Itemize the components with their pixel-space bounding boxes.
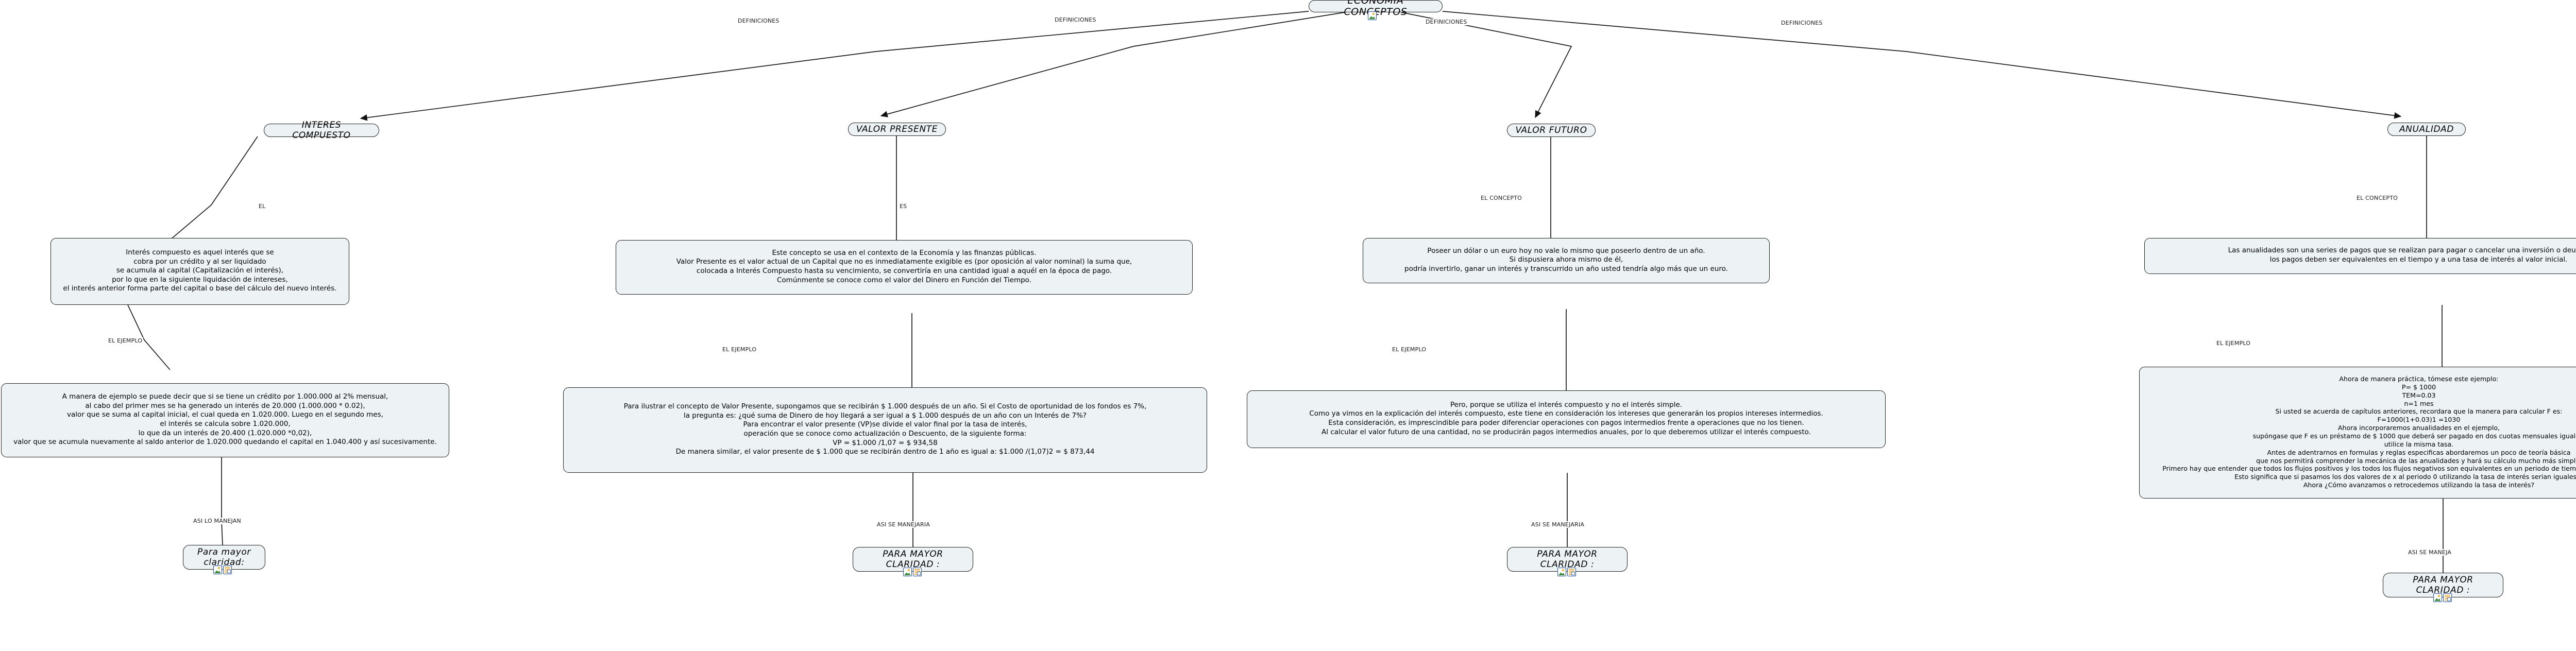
example-box-futuro[interactable]: Pero, porque se utiliza el interés compu… <box>1247 390 1886 448</box>
concept-box-anualidad-text: Las anualidades son una series de pagos … <box>2228 246 2576 264</box>
note-icon-page <box>917 572 921 575</box>
note-icon-page <box>227 570 231 573</box>
image-icon-hill <box>2434 598 2441 601</box>
leaf-futuro-icon-tray[interactable] <box>1557 568 1576 576</box>
image-icon-sun <box>218 567 220 569</box>
branch-node-futuro-label: VALOR FUTURO <box>1515 125 1587 135</box>
image-attachment-icon[interactable] <box>213 566 222 574</box>
branch-node-presente-label: VALOR PRESENTE <box>856 124 938 134</box>
example-box-presente-text: Para ilustrar el concepto de Valor Prese… <box>623 402 1147 456</box>
leaf-node-anualidad-label: PARA MAYOR CLARIDAD : <box>2413 575 2473 595</box>
branch-node-interes-compuesto[interactable]: INTERES COMPUESTO <box>264 120 379 141</box>
note-attachment-icon[interactable] <box>1567 568 1576 576</box>
edge-label-presente-example: EL EJEMPLO <box>721 346 758 353</box>
image-icon-hill <box>1558 572 1565 575</box>
note-attachment-icon[interactable] <box>2443 593 2452 602</box>
image-icon-hill <box>214 570 221 573</box>
edge-label-root-interes: DEFINICIONES <box>737 18 781 24</box>
concept-box-futuro[interactable]: Poseer un dólar o un euro hoy no vale lo… <box>1363 238 1770 283</box>
image-icon-sun <box>908 569 910 571</box>
note-icon-page <box>2447 597 2451 601</box>
image-icon-sun <box>2438 595 2440 597</box>
edge-label-root-presente: DEFINICIONES <box>1054 16 1097 23</box>
leaf-node-futuro[interactable]: PARA MAYOR CLARIDAD : <box>1507 547 1628 572</box>
example-box-anualidad-text: Ahora de manera práctica, tómese este ej… <box>2162 374 2576 489</box>
edge-label-interes-concept: EL <box>258 203 267 210</box>
concept-box-futuro-text: Poseer un dólar o un euro hoy no vale lo… <box>1404 246 1728 273</box>
note-icon-page <box>1571 572 1575 575</box>
image-icon-sun <box>1372 13 1375 15</box>
edge-label-interes-example: EL EJEMPLO <box>107 337 144 344</box>
concept-box-interes-text: Interés compuesto es aquel interés que s… <box>63 248 337 293</box>
note-attachment-icon[interactable] <box>913 568 922 576</box>
image-icon-sun <box>1562 569 1564 571</box>
branch-node-valor-futuro[interactable]: VALOR FUTURO <box>1507 124 1596 137</box>
edge-label-anualidad-example: EL EJEMPLO <box>2215 340 2252 347</box>
root-icon-tray[interactable] <box>1368 11 1377 20</box>
example-box-interes[interactable]: A manera de ejemplo se puede decir que s… <box>1 383 449 457</box>
concept-box-interes[interactable]: Interés compuesto es aquel interés que s… <box>50 238 349 305</box>
image-attachment-icon[interactable] <box>903 568 912 576</box>
leaf-node-interes-label: Para mayor claridad: <box>197 547 251 568</box>
image-attachment-icon[interactable] <box>1557 568 1566 576</box>
leaf-node-interes[interactable]: Para mayor claridad: <box>183 545 265 570</box>
example-box-futuro-text: Pero, porque se utiliza el interés compu… <box>1309 400 1823 436</box>
leaf-presente-icon-tray[interactable] <box>903 568 922 576</box>
edge-label-anualidad-leaf: ASI SE MANEJA <box>2407 549 2453 556</box>
edge-label-anualidad-concept: EL CONCEPTO <box>2355 195 2399 201</box>
example-box-presente[interactable]: Para ilustrar el concepto de Valor Prese… <box>563 387 1207 473</box>
edge-label-presente-concept: ES <box>899 203 908 210</box>
note-attachment-icon[interactable] <box>223 566 232 574</box>
example-box-interes-text: A manera de ejemplo se puede decir que s… <box>13 392 437 447</box>
example-box-anualidad[interactable]: Ahora de manera práctica, tómese este ej… <box>2139 367 2576 499</box>
branch-node-anualidad-label: ANUALIDAD <box>2399 124 2454 134</box>
leaf-interes-icon-tray[interactable] <box>213 566 232 574</box>
leaf-node-presente-label: PARA MAYOR CLARIDAD : <box>883 549 943 570</box>
edge-label-interes-leaf: ASI LO MANEJAN <box>192 518 242 524</box>
branch-node-interes-label: INTERES COMPUESTO <box>292 120 351 141</box>
edge-label-root-futuro: DEFINICIONES <box>1425 19 1468 25</box>
leaf-anualidad-icon-tray[interactable] <box>2433 593 2452 602</box>
edge-label-futuro-leaf: ASI SE MANEJARIA <box>1530 521 1586 528</box>
edge-label-root-anualidad: DEFINICIONES <box>1780 20 1824 26</box>
image-attachment-icon[interactable] <box>1368 11 1377 20</box>
image-icon-hill <box>904 572 910 575</box>
image-attachment-icon[interactable] <box>2433 593 2442 602</box>
edge-label-futuro-concept: EL CONCEPTO <box>1480 195 1523 201</box>
concept-box-presente[interactable]: Este concepto se usa en el contexto de l… <box>616 240 1193 295</box>
root-node[interactable]: ECONOMIA CONCEPTOS <box>1309 0 1443 18</box>
branch-node-valor-presente[interactable]: VALOR PRESENTE <box>848 123 946 136</box>
edge-label-futuro-example: EL EJEMPLO <box>1391 346 1428 353</box>
image-icon-hill <box>1369 16 1375 19</box>
concept-box-anualidad[interactable]: Las anualidades son una series de pagos … <box>2144 238 2576 274</box>
edge-label-presente-leaf: ASI SE MANEJARIA <box>876 521 931 528</box>
leaf-node-futuro-label: PARA MAYOR CLARIDAD : <box>1537 549 1598 570</box>
concept-box-presente-text: Este concepto se usa en el contexto de l… <box>676 248 1132 284</box>
branch-node-anualidad[interactable]: ANUALIDAD <box>2387 123 2466 136</box>
